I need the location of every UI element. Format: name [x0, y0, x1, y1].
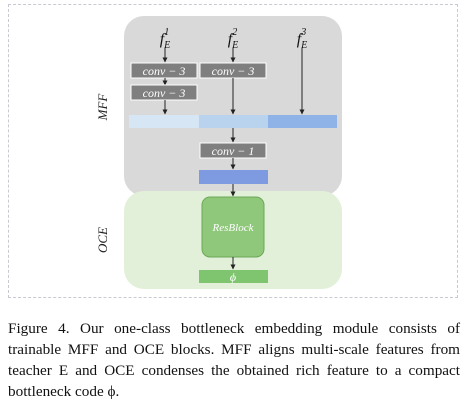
feature-label-2: fE2 — [228, 27, 239, 51]
feature-bar-1 — [129, 115, 199, 128]
conv1-label: conv − 1 — [212, 144, 255, 158]
conv3-label-a: conv − 3 — [143, 64, 186, 78]
feature-bar-2 — [199, 115, 268, 128]
oce-label: OCE — [95, 227, 110, 253]
mff-label: MFF — [95, 93, 110, 122]
feature-bar-3 — [268, 115, 337, 128]
conv3-box-c — [130, 84, 198, 101]
figure-frame — [8, 4, 458, 298]
diagram: MFF OCE fE1 fE2 fE3 conv − 3 conv − 3 co… — [95, 16, 342, 289]
output-code-bar — [199, 270, 268, 283]
output-code-label: ϕ — [230, 270, 236, 284]
fused-feature-bar — [199, 170, 268, 184]
figure-caption: Figure 4. Our one-class bottleneck embed… — [8, 320, 460, 400]
conv3-box-a — [130, 62, 198, 79]
conv3-label-c: conv − 3 — [143, 86, 186, 100]
conv3-label-b: conv − 3 — [212, 64, 255, 78]
resblock-label: ResBlock — [212, 222, 255, 234]
feature-label-1: fE1 — [160, 27, 171, 51]
feature-label-3: fE3 — [297, 27, 308, 51]
